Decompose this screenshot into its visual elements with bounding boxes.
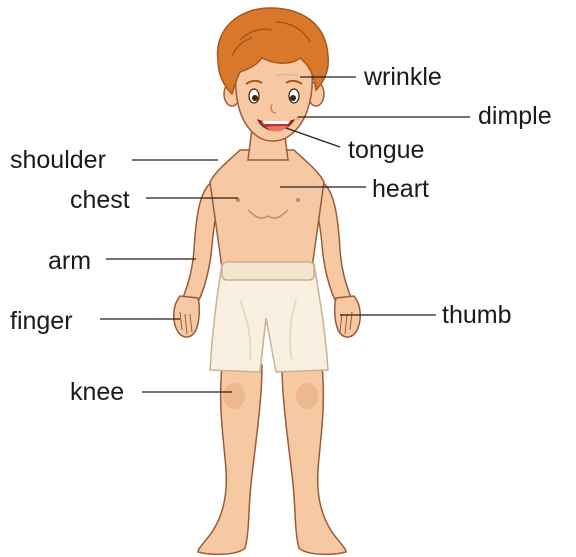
right-pupil xyxy=(290,95,296,101)
head xyxy=(218,8,329,141)
teeth xyxy=(262,121,290,124)
label-tongue: tongue xyxy=(348,138,424,163)
label-finger: finger xyxy=(10,309,73,334)
left-pupil xyxy=(252,95,258,101)
label-thumb: thumb xyxy=(442,303,511,328)
right-knee xyxy=(296,383,318,409)
leader-tongue xyxy=(286,128,340,147)
left-nipple xyxy=(236,198,240,202)
label-arm: arm xyxy=(48,249,91,274)
label-heart: heart xyxy=(372,177,429,202)
shorts-waistband xyxy=(222,262,314,280)
label-dimple: dimple xyxy=(478,104,552,129)
label-chest: chest xyxy=(70,188,130,213)
right-hand xyxy=(335,296,361,337)
label-knee: knee xyxy=(70,380,124,405)
torso xyxy=(210,150,324,268)
legs xyxy=(198,365,346,554)
shorts xyxy=(210,262,328,372)
label-shoulder: shoulder xyxy=(10,148,106,173)
chest-torso xyxy=(210,150,324,268)
label-wrinkle: wrinkle xyxy=(364,65,442,90)
left-knee xyxy=(223,383,245,409)
right-nipple xyxy=(296,198,300,202)
